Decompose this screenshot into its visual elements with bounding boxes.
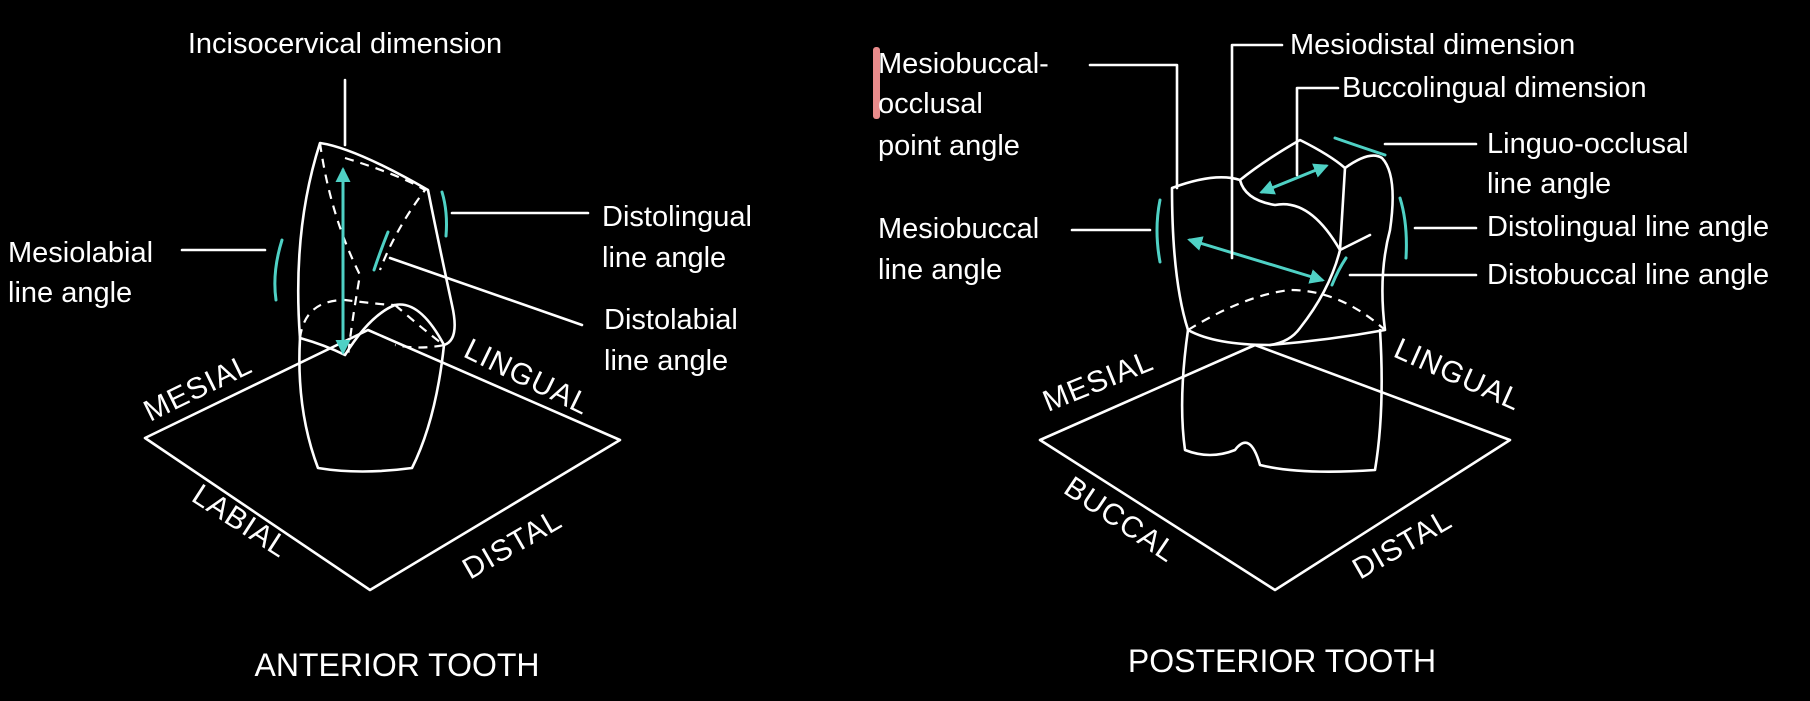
posterior-crown-outline [1170, 138, 1394, 347]
label-linguo-occlusal-2: line angle [1487, 168, 1611, 200]
label-mesiobuccal-1: Mesiobuccal [878, 213, 1039, 245]
mesiodistal-dimension-arrow [1187, 236, 1325, 284]
distolabial-line-angle-mark [372, 230, 390, 272]
posterior-occlusal-ridges [1238, 166, 1372, 347]
label-mesiobuccal-occlusal-3: point angle [878, 130, 1020, 162]
label-distolingual-line-2: line angle [602, 242, 726, 274]
label-buccolingual-dimension: Buccolingual dimension [1342, 72, 1647, 104]
face-distal-anterior: DISTAL [457, 503, 568, 586]
buccolingual-leader [1295, 86, 1340, 177]
highlight-marker [873, 47, 880, 119]
anterior-root [298, 336, 446, 473]
face-lingual-posterior: LINGUAL [1389, 332, 1526, 417]
label-mesiobuccal-2: line angle [878, 254, 1002, 286]
distolingual-line-angle-mark [1398, 196, 1408, 260]
distolingual-line-angle-mark [440, 190, 448, 238]
face-mesial-anterior: MESIAL [139, 348, 258, 429]
mesiobuccal-line-angle-mark [1155, 198, 1162, 264]
label-distolabial-line-2: line angle [604, 345, 728, 377]
label-distobuccal-line-angle: Distobuccal line angle [1487, 259, 1769, 291]
anterior-hidden-cervical-loop [298, 298, 447, 349]
distobuccal-line-angle-mark [1330, 256, 1348, 287]
buccolingual-dimension-arrow [1259, 163, 1329, 195]
anterior-hidden-incisal-edge [344, 156, 427, 271]
label-distolabial-line-1: Distolabial [604, 304, 738, 336]
label-mesiobuccal-occlusal-1: Mesiobuccal- [878, 48, 1049, 80]
linguo-occlusal-line-angle-mark [1333, 136, 1387, 157]
label-distolingual-line-1: Distolingual [602, 201, 752, 233]
label-mesiolabial-line-2: line angle [8, 277, 132, 309]
anterior-tooth-figure [143, 78, 622, 592]
mesiodistal-leader [1230, 43, 1284, 260]
face-distal-posterior: DISTAL [1347, 503, 1458, 586]
anterior-crown-outline [296, 141, 456, 357]
posterior-root [1180, 328, 1383, 473]
face-mesial-posterior: MESIAL [1038, 344, 1158, 418]
face-labial-anterior: LABIAL [186, 478, 294, 564]
distolabial-leader [388, 256, 584, 327]
label-distolingual-line-angle: Distolingual line angle [1487, 211, 1769, 243]
caption-posterior-tooth: POSTERIOR TOOTH [1128, 643, 1436, 679]
label-incisocervical-dimension: Incisocervical dimension [188, 28, 502, 60]
mesiolabial-line-angle-mark [273, 238, 284, 302]
label-mesiodistal-dimension: Mesiodistal dimension [1290, 29, 1575, 61]
posterior-tooth-figure [1038, 43, 1512, 592]
label-mesiobuccal-occlusal-2: occlusal [878, 88, 983, 120]
caption-anterior-tooth: ANTERIOR TOOTH [254, 647, 539, 683]
anterior-base-plane [143, 328, 622, 592]
label-linguo-occlusal-1: Linguo-occlusal [1487, 128, 1689, 160]
anterior-hidden-lingual-outline [318, 142, 362, 357]
posterior-hidden-cervical-line [1187, 288, 1386, 331]
mesiobuccal-occlusal-leader [1088, 63, 1179, 190]
label-mesiolabial-line-1: Mesiolabial [8, 237, 153, 269]
face-lingual-anterior: LINGUAL [459, 333, 595, 422]
